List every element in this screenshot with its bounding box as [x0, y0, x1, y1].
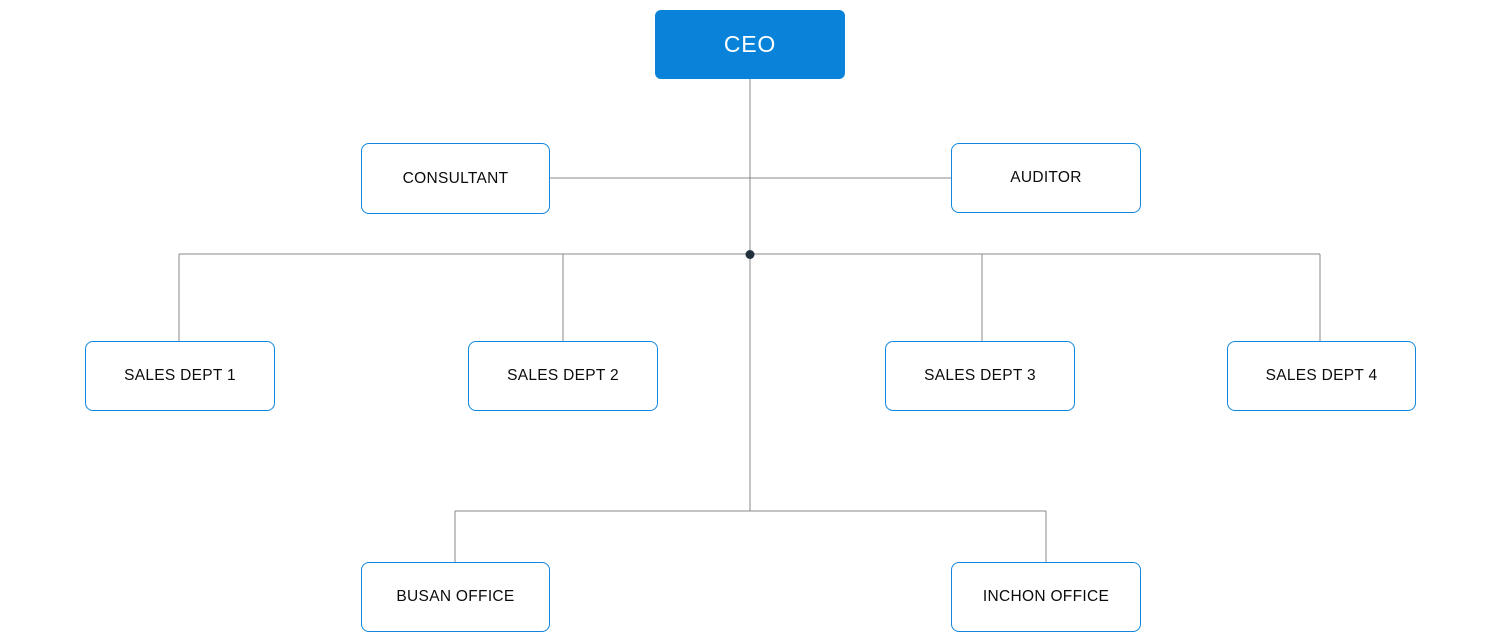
node-inchon-office[interactable]: INCHON OFFICE [951, 562, 1141, 632]
node-ceo-label: CEO [723, 31, 777, 57]
node-sales-dept-1[interactable]: SALES DEPT 1 [85, 341, 275, 411]
node-consultant[interactable]: CONSULTANT [361, 143, 550, 214]
node-auditor[interactable]: AUDITOR [951, 143, 1141, 213]
node-inchon-office-label: INCHON OFFICE [982, 588, 1110, 605]
node-busan-office[interactable]: BUSAN OFFICE [361, 562, 550, 632]
node-sales-dept-3-label: SALES DEPT 3 [924, 367, 1036, 384]
node-sales-dept-4-label: SALES DEPT 4 [1265, 367, 1378, 384]
node-sales-dept-3[interactable]: SALES DEPT 3 [885, 341, 1075, 411]
node-sales-dept-2-label: SALES DEPT 2 [507, 367, 619, 384]
node-auditor-label: AUDITOR [1010, 169, 1082, 186]
junction-dot [745, 250, 755, 259]
node-busan-office-label: BUSAN OFFICE [396, 588, 515, 605]
node-sales-dept-2[interactable]: SALES DEPT 2 [468, 341, 658, 411]
node-ceo[interactable]: CEO [655, 10, 845, 79]
node-consultant-label: CONSULTANT [402, 169, 509, 187]
node-sales-dept-1-label: SALES DEPT 1 [124, 367, 236, 384]
node-sales-dept-4[interactable]: SALES DEPT 4 [1227, 341, 1416, 411]
